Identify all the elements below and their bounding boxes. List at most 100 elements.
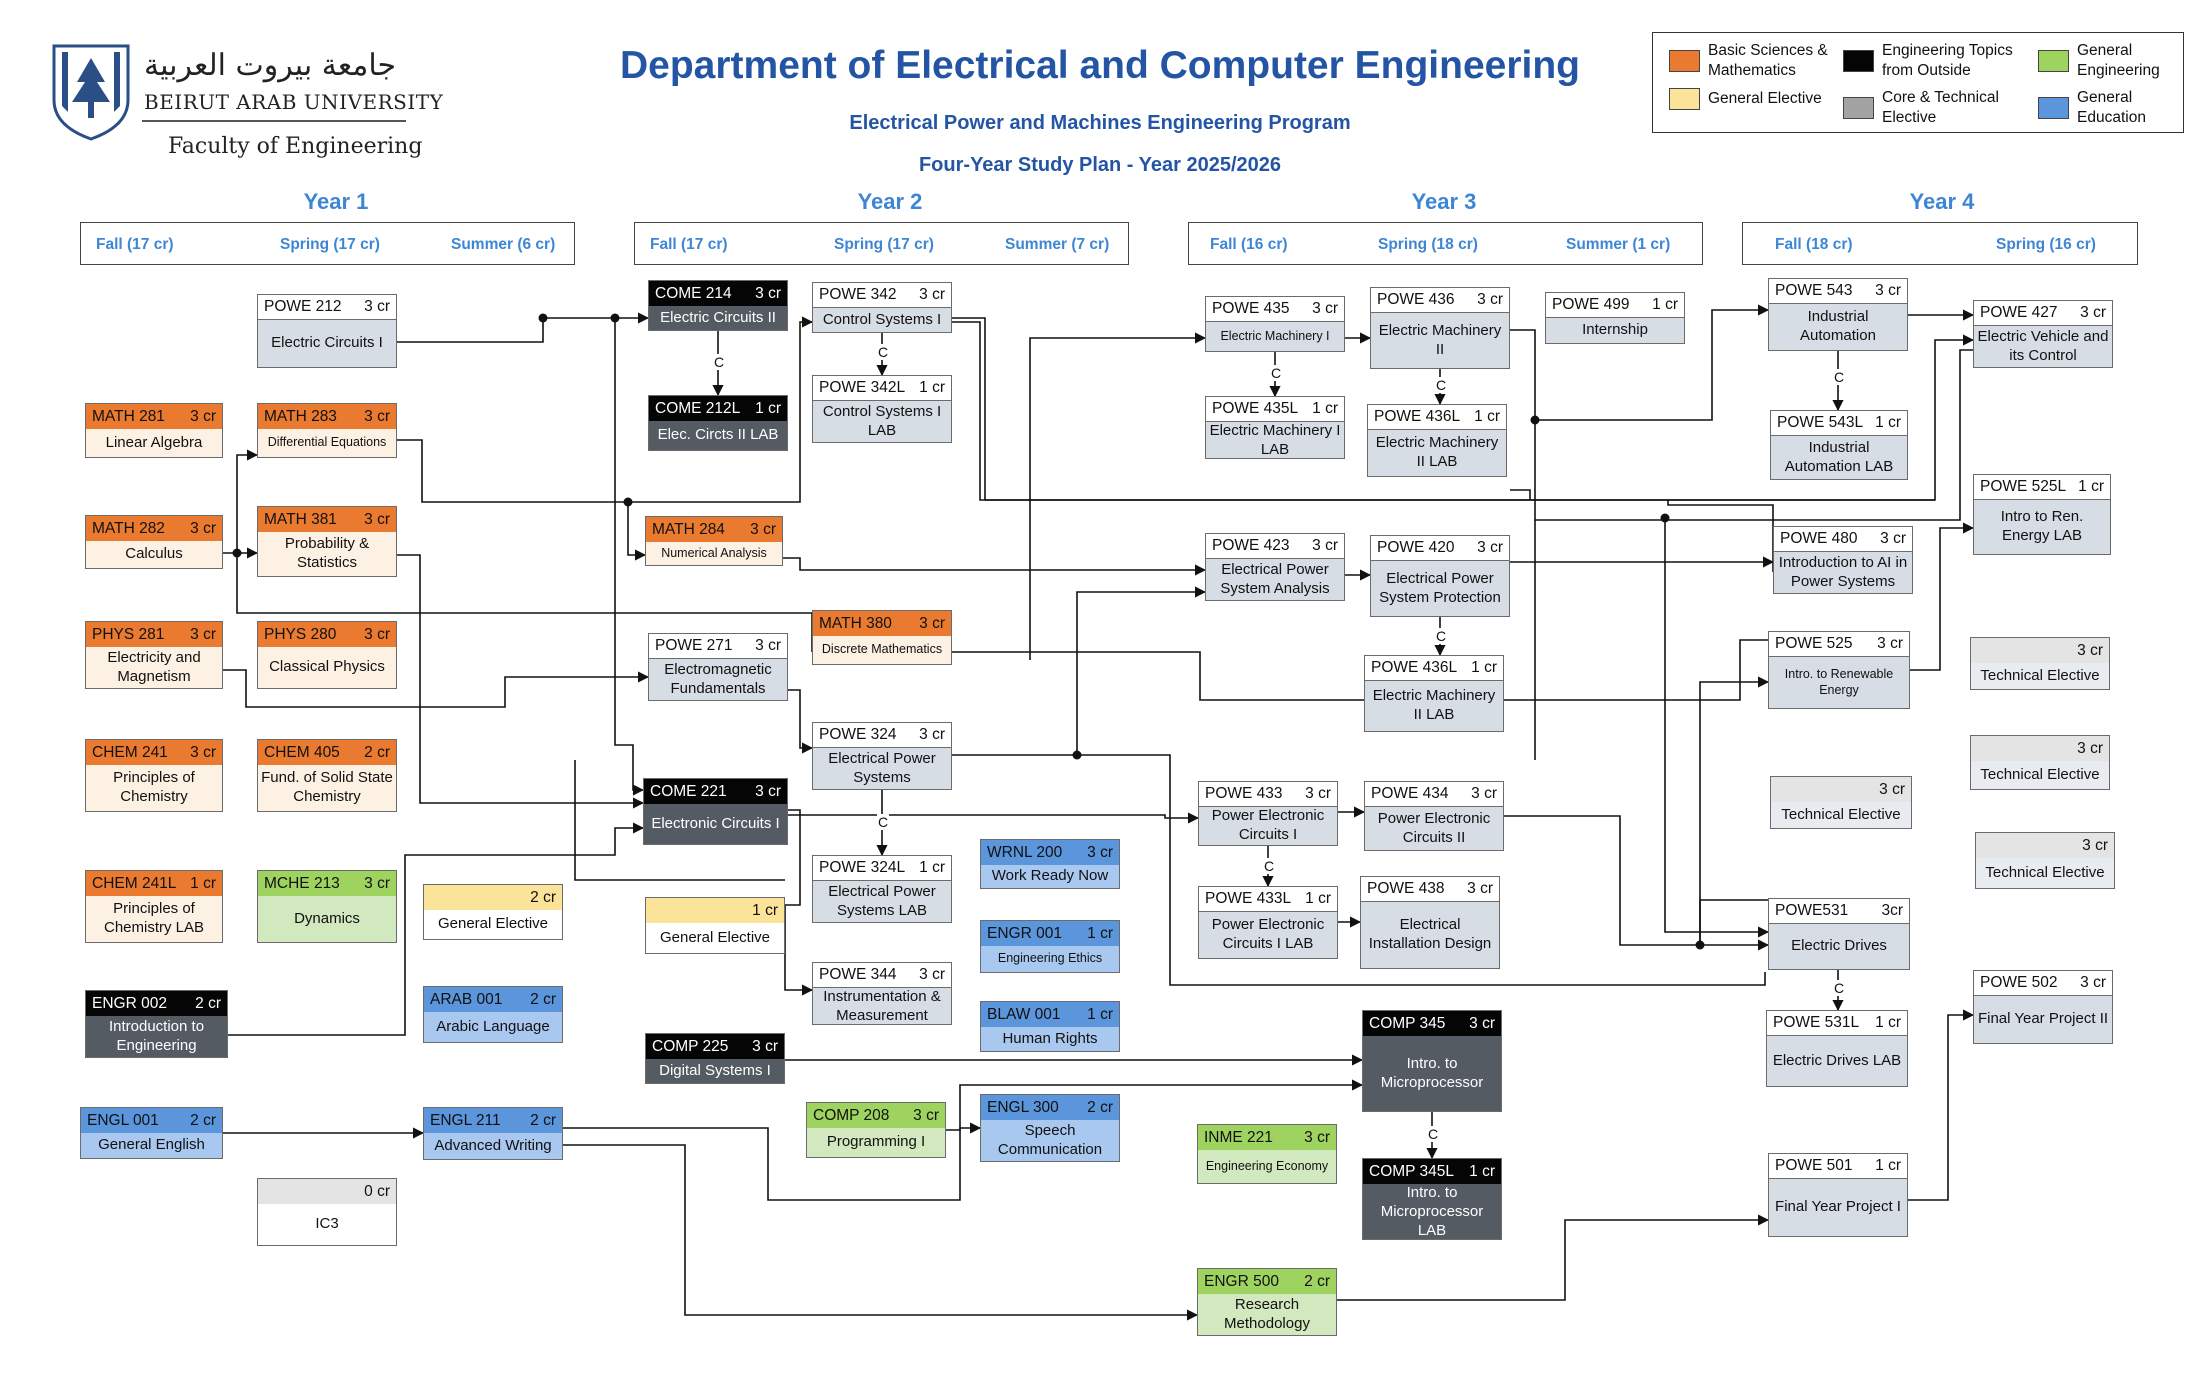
course-title: Power Electronic Circuits I LAB (1199, 912, 1337, 958)
course-code: PHYS 280 (264, 625, 337, 643)
course-code: POWE 427 (1980, 304, 2058, 321)
course-credits: 3 cr (1879, 780, 1905, 798)
course-credits: 1 cr (2078, 478, 2104, 495)
course-title: Instrumentation & Measurement (813, 988, 951, 1024)
course-title: Fund. of Solid State Chemistry (258, 765, 396, 811)
course-code: POWE 525L (1980, 478, 2067, 495)
course-credits: 3 cr (1880, 530, 1906, 547)
semester-label: Summer (7 cr) (1005, 236, 1110, 253)
course-credits: 3 cr (2077, 739, 2103, 757)
course-title: Control Systems I (813, 308, 951, 332)
course-header: POWE 525L 1 cr (1974, 475, 2110, 500)
course-credits: 3 cr (1471, 785, 1497, 802)
course-code: ARAB 001 (430, 990, 503, 1008)
legend-item: General Education (2038, 88, 2177, 128)
course-code: MATH 283 (264, 407, 337, 425)
course-code: ENGR 002 (92, 994, 167, 1012)
course-title: Introduction to AI in Power Systems (1774, 552, 1912, 593)
course-code: COME 212L (655, 399, 741, 417)
course-credits: 1 cr (1469, 1162, 1495, 1180)
legend-label: Core & Technical Elective (1882, 89, 1999, 127)
course-code: COMP 225 (652, 1037, 729, 1055)
course-credits: 3 cr (190, 743, 216, 761)
prerequisite-arrow (1504, 815, 1770, 951)
semester-label: Fall (16 cr) (1210, 236, 1288, 253)
course-title: Human Rights (981, 1027, 1119, 1051)
course-credits: 2 cr (190, 1111, 216, 1129)
course-credits: 1 cr (1471, 659, 1497, 676)
course-credits: 1 cr (752, 901, 778, 919)
prerequisite-arrow (1910, 522, 1975, 671)
course-title: Probability & Statistics (258, 532, 396, 576)
course-code: COMP 345 (1369, 1014, 1446, 1032)
course-credits: 3 cr (919, 966, 945, 983)
course-credits: 3 cr (190, 407, 216, 425)
course-code: POWE 435L (1212, 400, 1299, 417)
semester-label: Fall (17 cr) (650, 236, 728, 253)
course-credits: 1 cr (755, 399, 781, 417)
legend-label: General Engineering (2077, 42, 2160, 80)
year-1-heading: Year 1 (303, 189, 369, 214)
course-title: Advanced Writing (424, 1133, 562, 1159)
junction-dot (1072, 750, 1082, 760)
course-header: 3 cr (1976, 833, 2114, 858)
course-credits: 1 cr (919, 859, 945, 876)
course-code: POWE 543L (1777, 414, 1864, 431)
corequisite-marker: C (877, 814, 890, 830)
course-title: Discrete Mathematics (813, 636, 951, 664)
course-code: POWE 436L (1374, 408, 1461, 425)
course-code: CHEM 241 (92, 743, 168, 761)
course-title: Engineering Economy (1198, 1150, 1336, 1183)
legend-item: Engineering Topics from Outside (1843, 41, 2032, 81)
semester-label: Spring (16 cr) (1996, 236, 2096, 253)
course-code: POWE 436 (1377, 291, 1455, 308)
prerequisite-arrow (1664, 518, 1770, 938)
prerequisite-arrow (788, 689, 814, 754)
legend-label: Engineering Topics from Outside (1882, 42, 2013, 80)
prerequisite-arrow (1029, 332, 1207, 660)
semester-label: Spring (17 cr) (834, 236, 934, 253)
course-credits: 3 cr (1467, 880, 1493, 897)
semester-label: Fall (17 cr) (96, 236, 174, 253)
course-credits: 3 cr (755, 284, 781, 302)
course-title: Differential Equations (258, 429, 396, 457)
course-title: Programming I (807, 1128, 945, 1157)
course-credits: 3 cr (755, 637, 781, 654)
prerequisite-arrow (1699, 899, 1768, 945)
junction-dot (1695, 940, 1705, 950)
course-title: Electrical Power System Protection (1371, 561, 1509, 616)
course-title: Technical Elective (1971, 761, 2109, 789)
course-code: ENGR 001 (987, 924, 1062, 942)
course-credits: 3 cr (1477, 539, 1503, 556)
course-code: ENGL 300 (987, 1098, 1059, 1116)
course-code: MATH 381 (264, 510, 337, 528)
course-code: MATH 284 (652, 520, 725, 538)
course-credits: 0 cr (364, 1182, 390, 1200)
course-credits: 2 cr (1304, 1272, 1330, 1290)
course-credits: 3cr (1881, 902, 1903, 919)
